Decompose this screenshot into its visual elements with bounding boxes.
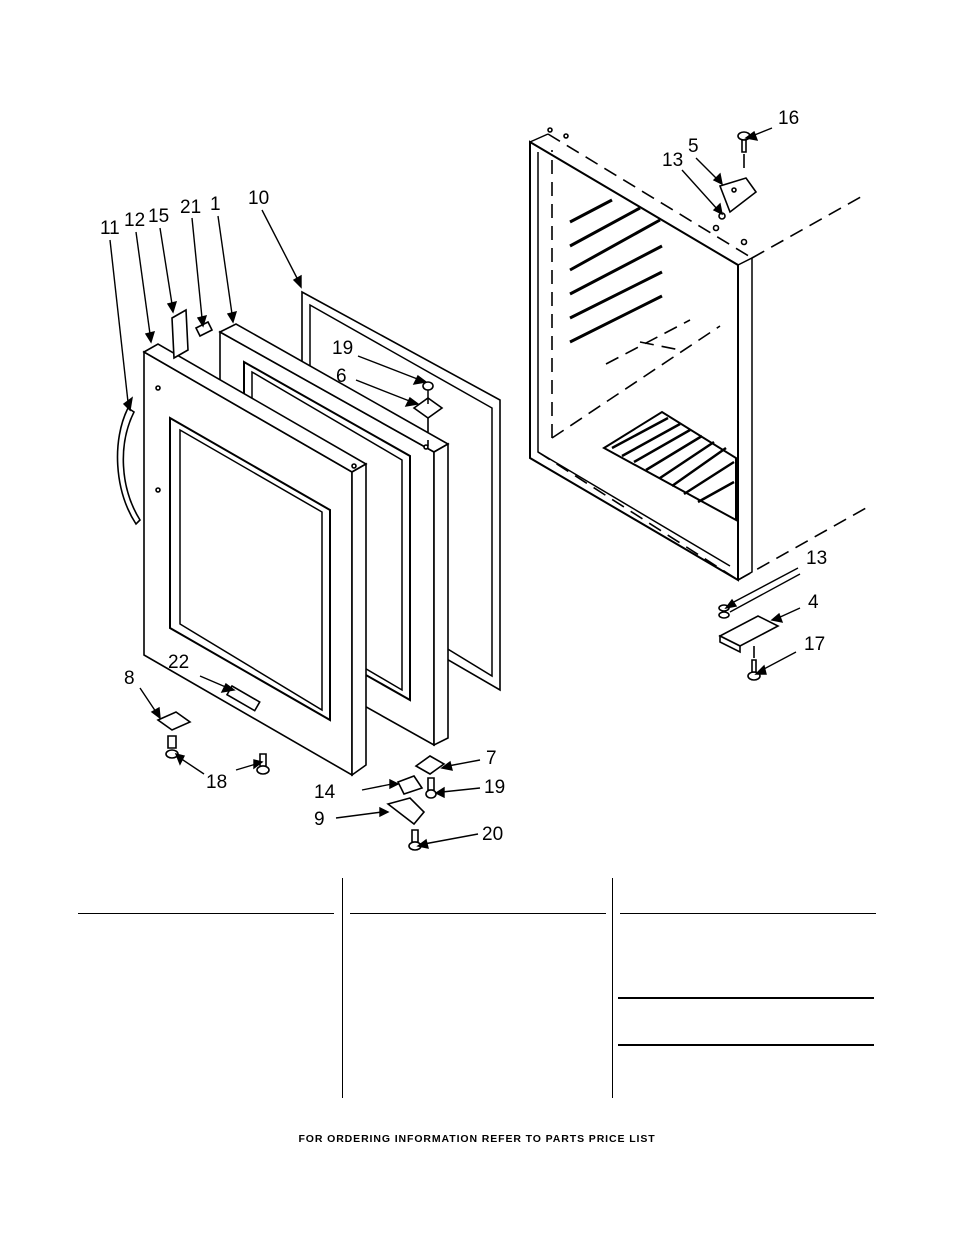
callout-19-bottom: 19 [484, 777, 505, 798]
outer-door-frame [142, 343, 368, 777]
table-divider-1 [342, 878, 343, 1098]
callout-14: 14 [314, 782, 336, 803]
callout-12: 12 [124, 210, 145, 231]
table-rule-5 [618, 1044, 874, 1046]
callout-10: 10 [248, 188, 269, 209]
callout-5: 5 [688, 136, 699, 157]
table-rule-4 [618, 997, 874, 999]
door-handle [116, 406, 142, 526]
callout-15: 15 [148, 206, 169, 227]
callout-16: 16 [778, 108, 799, 129]
cabinet [529, 127, 867, 582]
callout-22: 22 [168, 652, 189, 673]
ordering-info-footer: FOR ORDERING INFORMATION REFER TO PARTS … [298, 1133, 656, 1145]
callout-19-top: 19 [332, 338, 353, 359]
table-header-rule-1 [78, 913, 334, 914]
callout-6: 6 [336, 366, 347, 387]
leader-lines [109, 127, 801, 849]
callout-13-top: 13 [662, 150, 683, 171]
callout-11: 11 [100, 218, 120, 239]
callout-18: 18 [206, 772, 227, 793]
callout-4: 4 [808, 592, 819, 613]
callout-20: 20 [482, 824, 503, 845]
callout-13-bottom: 13 [806, 548, 827, 569]
exploded-parts-diagram: 11 12 15 21 1 10 19 6 16 5 13 13 4 17 8 … [100, 108, 867, 851]
callout-8: 8 [124, 668, 135, 689]
table-divider-2 [612, 878, 613, 1098]
table-header-rule-2 [350, 913, 606, 914]
callout-1: 1 [210, 194, 221, 215]
callout-7: 7 [486, 748, 497, 769]
callout-17: 17 [804, 634, 825, 655]
callout-21: 21 [180, 197, 201, 218]
table-header-rule-3 [620, 913, 876, 914]
callout-9: 9 [314, 809, 325, 830]
callout-labels: 11 12 15 21 1 10 19 6 16 5 13 13 4 17 8 … [100, 108, 827, 845]
